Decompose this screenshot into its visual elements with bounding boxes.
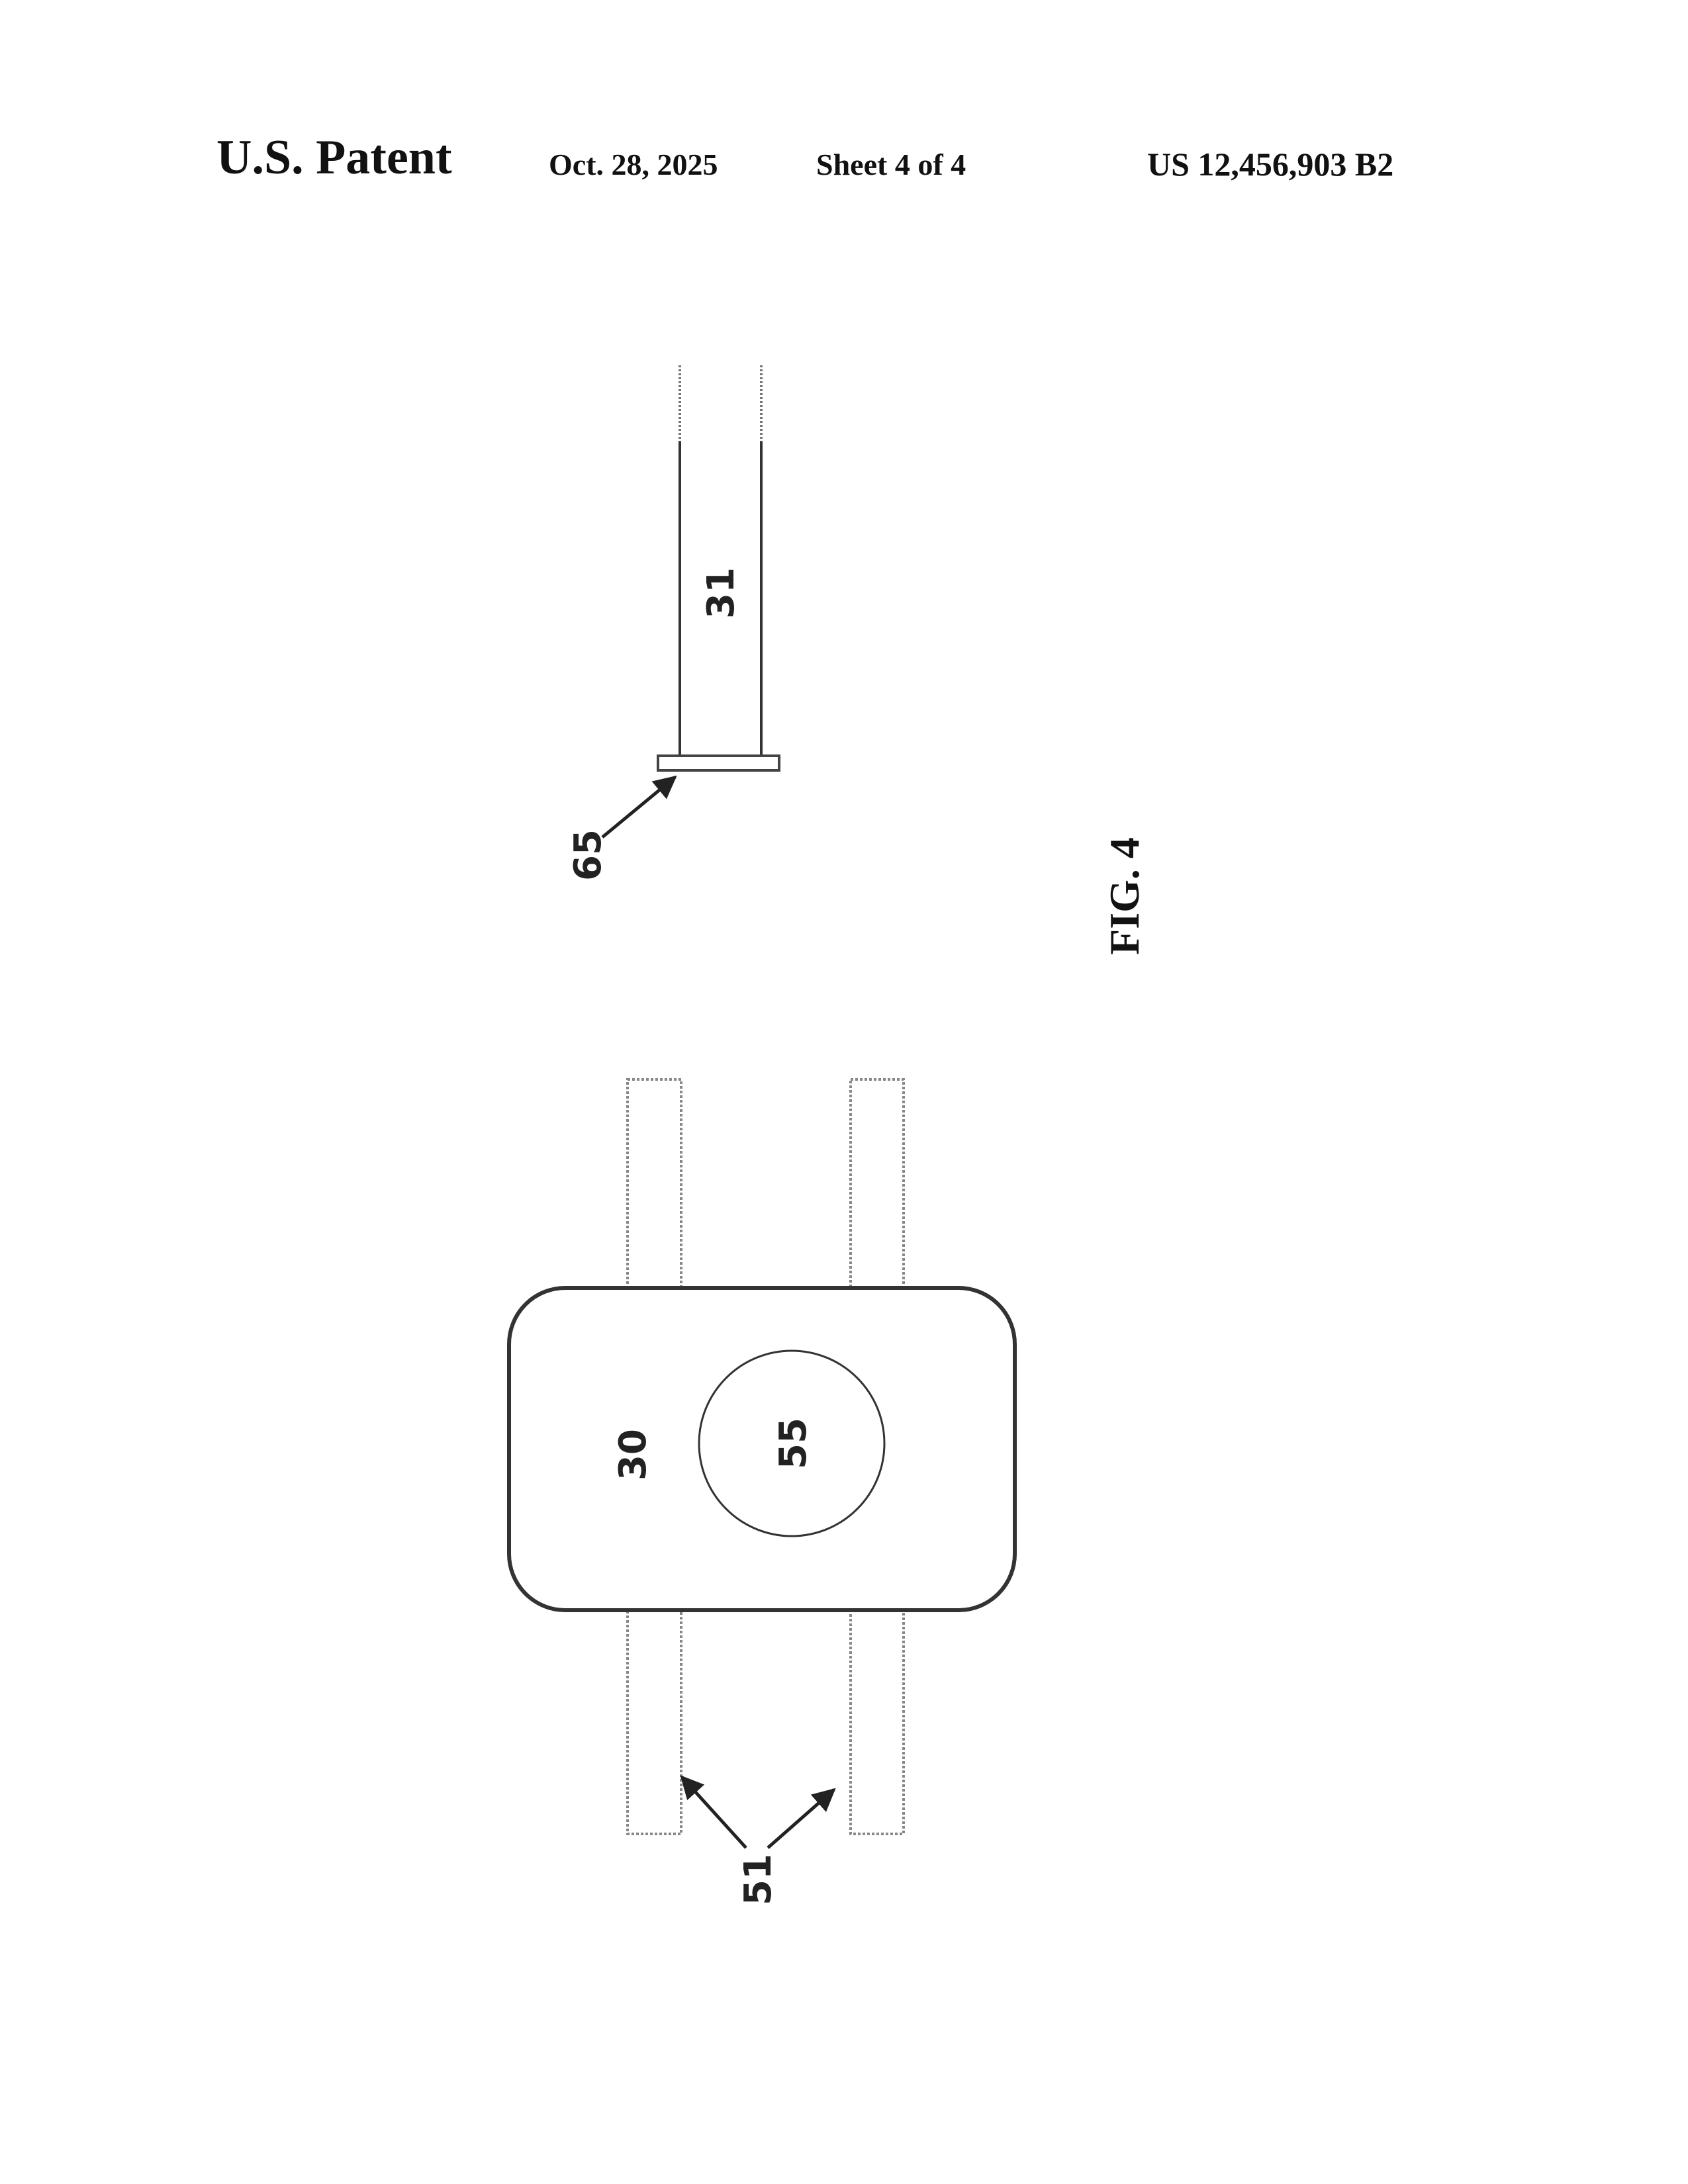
label-65: 65 <box>567 829 610 881</box>
label-51: 51 <box>737 1854 780 1905</box>
circle-55 <box>698 1349 886 1537</box>
arrow-51-right <box>767 1788 836 1849</box>
sheet-number: Sheet 4 of 4 <box>816 148 966 181</box>
patent-date: Oct. 28, 2025 <box>549 148 718 181</box>
body-30 <box>507 1286 1017 1612</box>
label-30: 30 <box>612 1429 655 1480</box>
tube-31 <box>679 365 763 756</box>
label-55: 55 <box>772 1418 815 1469</box>
figure-caption: FIG. 4 <box>1101 837 1148 955</box>
label-31: 31 <box>700 567 743 619</box>
arrow-65 <box>601 775 677 839</box>
cap-65 <box>657 754 780 772</box>
patent-title: U.S. Patent <box>216 130 452 185</box>
patent-number: US 12,456,903 B2 <box>1147 146 1394 183</box>
arrow-51-left <box>680 1775 747 1849</box>
